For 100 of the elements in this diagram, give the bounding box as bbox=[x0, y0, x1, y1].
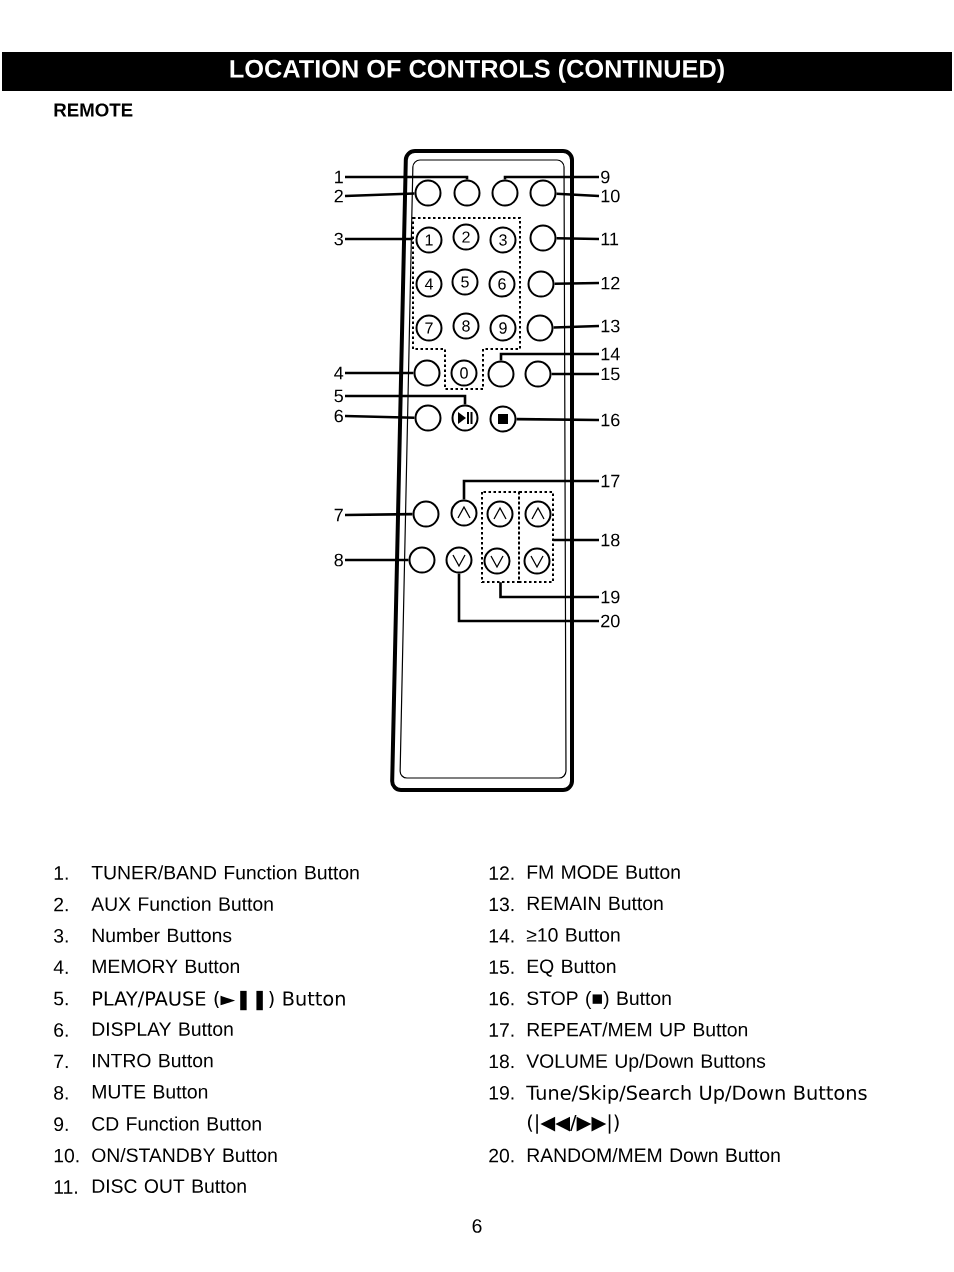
round-button bbox=[414, 179, 442, 207]
item-number: 8. bbox=[54, 1085, 68, 1100]
item-description: ON/STANDBY Button bbox=[92, 1147, 277, 1163]
item-description: DISPLAY Button bbox=[92, 1022, 233, 1036]
callout-number: 10 bbox=[601, 189, 620, 203]
number-button: 4 bbox=[415, 270, 443, 298]
number-button: 2 bbox=[452, 223, 480, 251]
callout-number: 6 bbox=[334, 409, 343, 423]
number-button: 0 bbox=[450, 359, 478, 387]
item-number: 12. bbox=[489, 866, 514, 880]
item-description: FM MODE Button bbox=[527, 865, 680, 879]
item-number: 10. bbox=[54, 1148, 79, 1163]
item-description: TUNER/BAND Function Button bbox=[91, 865, 359, 880]
item-number: 11. bbox=[54, 1180, 77, 1194]
number-button: 8 bbox=[452, 312, 480, 340]
leader-line bbox=[556, 236, 600, 241]
item-number: 20. bbox=[489, 1148, 514, 1163]
callout-number: 2 bbox=[334, 189, 343, 203]
dotted-group-outline bbox=[518, 491, 554, 583]
callout-number: 7 bbox=[334, 508, 343, 522]
leader-line bbox=[345, 512, 413, 517]
item-description: EQ Button bbox=[527, 959, 616, 977]
round-button bbox=[526, 314, 554, 342]
round-button bbox=[413, 359, 441, 387]
callout-number: 16 bbox=[601, 413, 620, 427]
number-button: 6 bbox=[488, 270, 516, 298]
item-number: 4. bbox=[53, 960, 68, 974]
callout-number: 1 bbox=[335, 170, 343, 184]
leader-line bbox=[457, 573, 599, 623]
round-button bbox=[453, 179, 481, 207]
callout-number: 14 bbox=[601, 347, 620, 361]
callout-number: 13 bbox=[601, 319, 620, 333]
page-number: 6 bbox=[472, 1219, 482, 1233]
callout-number: 17 bbox=[601, 474, 620, 488]
leader-line bbox=[556, 192, 600, 198]
leader-line bbox=[344, 192, 415, 198]
item-description: ≥10 Button bbox=[526, 928, 620, 942]
leader-line bbox=[516, 417, 600, 422]
callout-number: 5 bbox=[334, 389, 343, 403]
leader-line bbox=[344, 414, 415, 419]
round-button bbox=[529, 179, 557, 207]
item-description: MEMORY Button bbox=[92, 959, 239, 974]
leader-line bbox=[499, 352, 599, 361]
item-number: 3. bbox=[54, 928, 68, 943]
round-button bbox=[529, 224, 557, 252]
callout-number: 11 bbox=[601, 232, 619, 246]
number-button: 9 bbox=[489, 314, 517, 342]
dotted-group-outline bbox=[412, 217, 521, 390]
up-button bbox=[486, 500, 514, 528]
leader-line bbox=[553, 324, 600, 329]
leader-line bbox=[503, 175, 599, 180]
callout-number: 19 bbox=[601, 590, 620, 604]
leader-line bbox=[345, 371, 414, 375]
leader-line bbox=[345, 394, 467, 405]
leader-line bbox=[345, 175, 469, 180]
down-button bbox=[445, 546, 473, 574]
stop-button bbox=[489, 405, 517, 433]
section-heading: REMOTE bbox=[54, 103, 133, 117]
number-button: 5 bbox=[451, 268, 479, 296]
callout-number: 8 bbox=[334, 553, 343, 567]
item-description: INTRO Button bbox=[93, 1053, 213, 1068]
leader-line bbox=[554, 281, 600, 286]
item-number: 2. bbox=[54, 897, 68, 912]
item-number: 18. bbox=[489, 1054, 514, 1069]
round-button bbox=[487, 360, 515, 388]
callout-number: 15 bbox=[601, 367, 620, 381]
item-description: REMAIN Button bbox=[527, 896, 663, 911]
leader-line bbox=[345, 558, 409, 562]
item-description: PLAY/PAUSE (►❚❚) Button bbox=[93, 990, 345, 1011]
item-description: AUX Function Button bbox=[91, 896, 273, 911]
item-number: 15. bbox=[489, 960, 514, 974]
item-number: 13. bbox=[489, 897, 514, 912]
number-button: 3 bbox=[489, 226, 517, 254]
leader-line bbox=[462, 479, 599, 500]
leader-line bbox=[345, 237, 413, 241]
item-number: 9. bbox=[54, 1117, 68, 1132]
item-number: 6. bbox=[54, 1023, 68, 1037]
play-pause-button bbox=[451, 404, 479, 432]
round-button bbox=[491, 179, 519, 207]
item-description: DISC OUT Button bbox=[92, 1179, 246, 1193]
item-number: 1. bbox=[54, 866, 68, 880]
round-button bbox=[524, 360, 552, 388]
round-button bbox=[408, 546, 436, 574]
item-number: 14. bbox=[489, 929, 514, 943]
round-button bbox=[412, 500, 440, 528]
item-description: REPEAT/MEM UP Button bbox=[527, 1022, 748, 1037]
leader-line bbox=[553, 538, 599, 542]
item-number: 19. bbox=[489, 1085, 514, 1100]
round-button bbox=[414, 404, 442, 432]
item-number: 7. bbox=[54, 1054, 68, 1069]
callout-number: 9 bbox=[601, 170, 610, 184]
callout-number: 4 bbox=[334, 366, 344, 380]
leader-line bbox=[499, 582, 599, 599]
round-button bbox=[527, 270, 555, 298]
callout-number: 18 bbox=[601, 533, 620, 547]
title-bar: LOCATION OF CONTROLS (CONTINUED) bbox=[2, 52, 952, 91]
down-button bbox=[523, 547, 551, 575]
item-description: RANDOM/MEM Down Button bbox=[527, 1147, 780, 1163]
dotted-group-outline bbox=[481, 491, 520, 583]
item-description: STOP (■) Button bbox=[527, 990, 671, 1009]
